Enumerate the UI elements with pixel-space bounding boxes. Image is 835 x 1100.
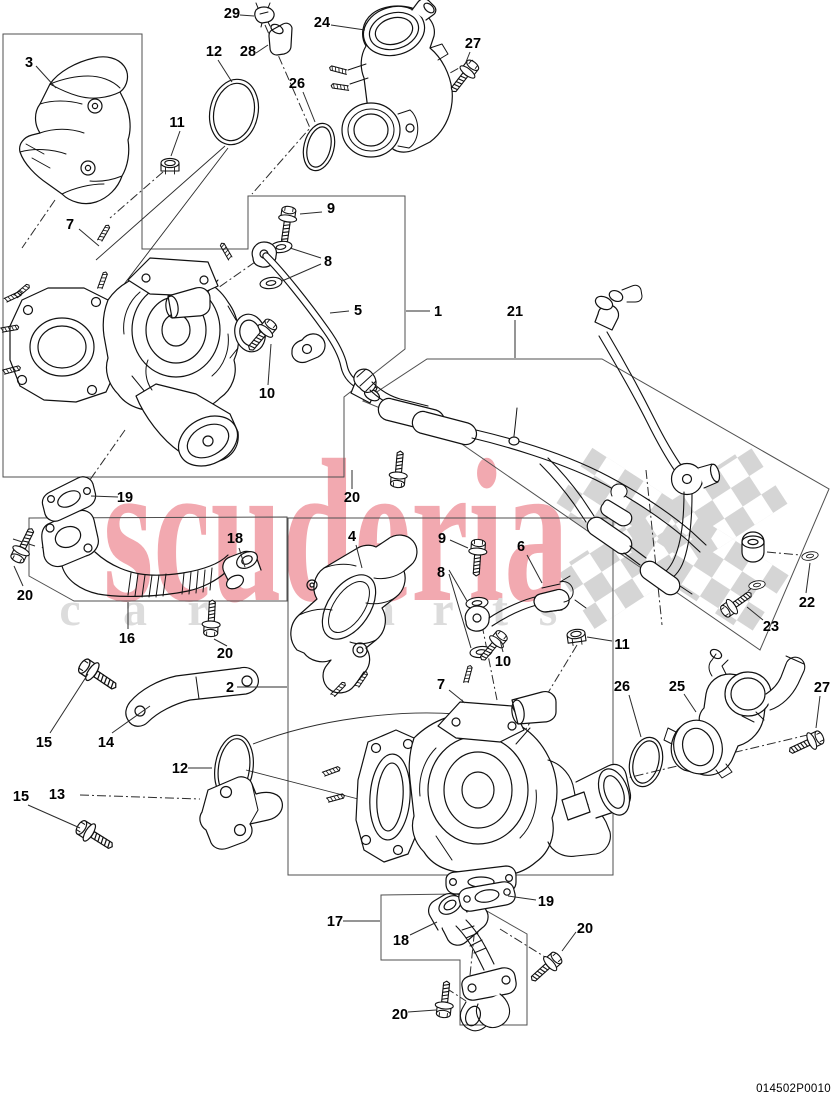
svg-text:13: 13 xyxy=(49,787,65,803)
svg-text:c: c xyxy=(59,583,80,636)
svg-text:t: t xyxy=(492,583,508,636)
svg-text:10: 10 xyxy=(259,386,275,402)
svg-text:27: 27 xyxy=(814,680,830,696)
svg-text:20: 20 xyxy=(217,646,233,662)
svg-text:5: 5 xyxy=(354,303,362,319)
svg-text:25: 25 xyxy=(669,679,685,695)
svg-text:27: 27 xyxy=(465,36,481,52)
svg-text:3: 3 xyxy=(25,55,33,71)
svg-text:a: a xyxy=(123,583,147,636)
svg-text:014502P0010: 014502P0010 xyxy=(756,1083,831,1095)
svg-text:7: 7 xyxy=(66,217,74,233)
svg-text:19: 19 xyxy=(117,490,133,506)
svg-text:26: 26 xyxy=(614,679,630,695)
svg-text:8: 8 xyxy=(324,254,332,270)
svg-text:26: 26 xyxy=(289,76,305,92)
svg-text:17: 17 xyxy=(327,914,343,930)
svg-text:28: 28 xyxy=(240,44,256,60)
svg-text:9: 9 xyxy=(438,531,446,547)
svg-text:15: 15 xyxy=(36,735,52,751)
svg-text:20: 20 xyxy=(577,921,593,937)
svg-text:2: 2 xyxy=(226,680,234,696)
svg-text:20: 20 xyxy=(344,490,360,506)
svg-text:11: 11 xyxy=(169,115,184,131)
svg-text:18: 18 xyxy=(393,933,409,949)
svg-text:1: 1 xyxy=(434,304,442,320)
svg-text:20: 20 xyxy=(392,1007,408,1023)
svg-text:22: 22 xyxy=(799,595,815,611)
svg-text:15: 15 xyxy=(13,789,29,805)
svg-text:12: 12 xyxy=(172,761,188,777)
svg-text:21: 21 xyxy=(507,304,523,320)
svg-text:8: 8 xyxy=(437,565,445,581)
svg-text:18: 18 xyxy=(227,531,243,547)
svg-text:6: 6 xyxy=(517,539,525,555)
svg-text:16: 16 xyxy=(119,631,135,647)
svg-text:29: 29 xyxy=(224,6,240,22)
svg-text:23: 23 xyxy=(763,619,779,635)
svg-text:20: 20 xyxy=(17,588,33,604)
svg-text:4: 4 xyxy=(348,529,356,545)
svg-text:19: 19 xyxy=(538,894,554,910)
svg-text:12: 12 xyxy=(206,44,222,60)
svg-text:11: 11 xyxy=(614,637,629,653)
svg-text:r: r xyxy=(432,583,453,636)
svg-text:9: 9 xyxy=(327,201,335,217)
svg-text:10: 10 xyxy=(495,654,511,670)
svg-text:14: 14 xyxy=(98,735,114,751)
svg-text:7: 7 xyxy=(437,677,445,693)
svg-text:24: 24 xyxy=(314,15,330,31)
